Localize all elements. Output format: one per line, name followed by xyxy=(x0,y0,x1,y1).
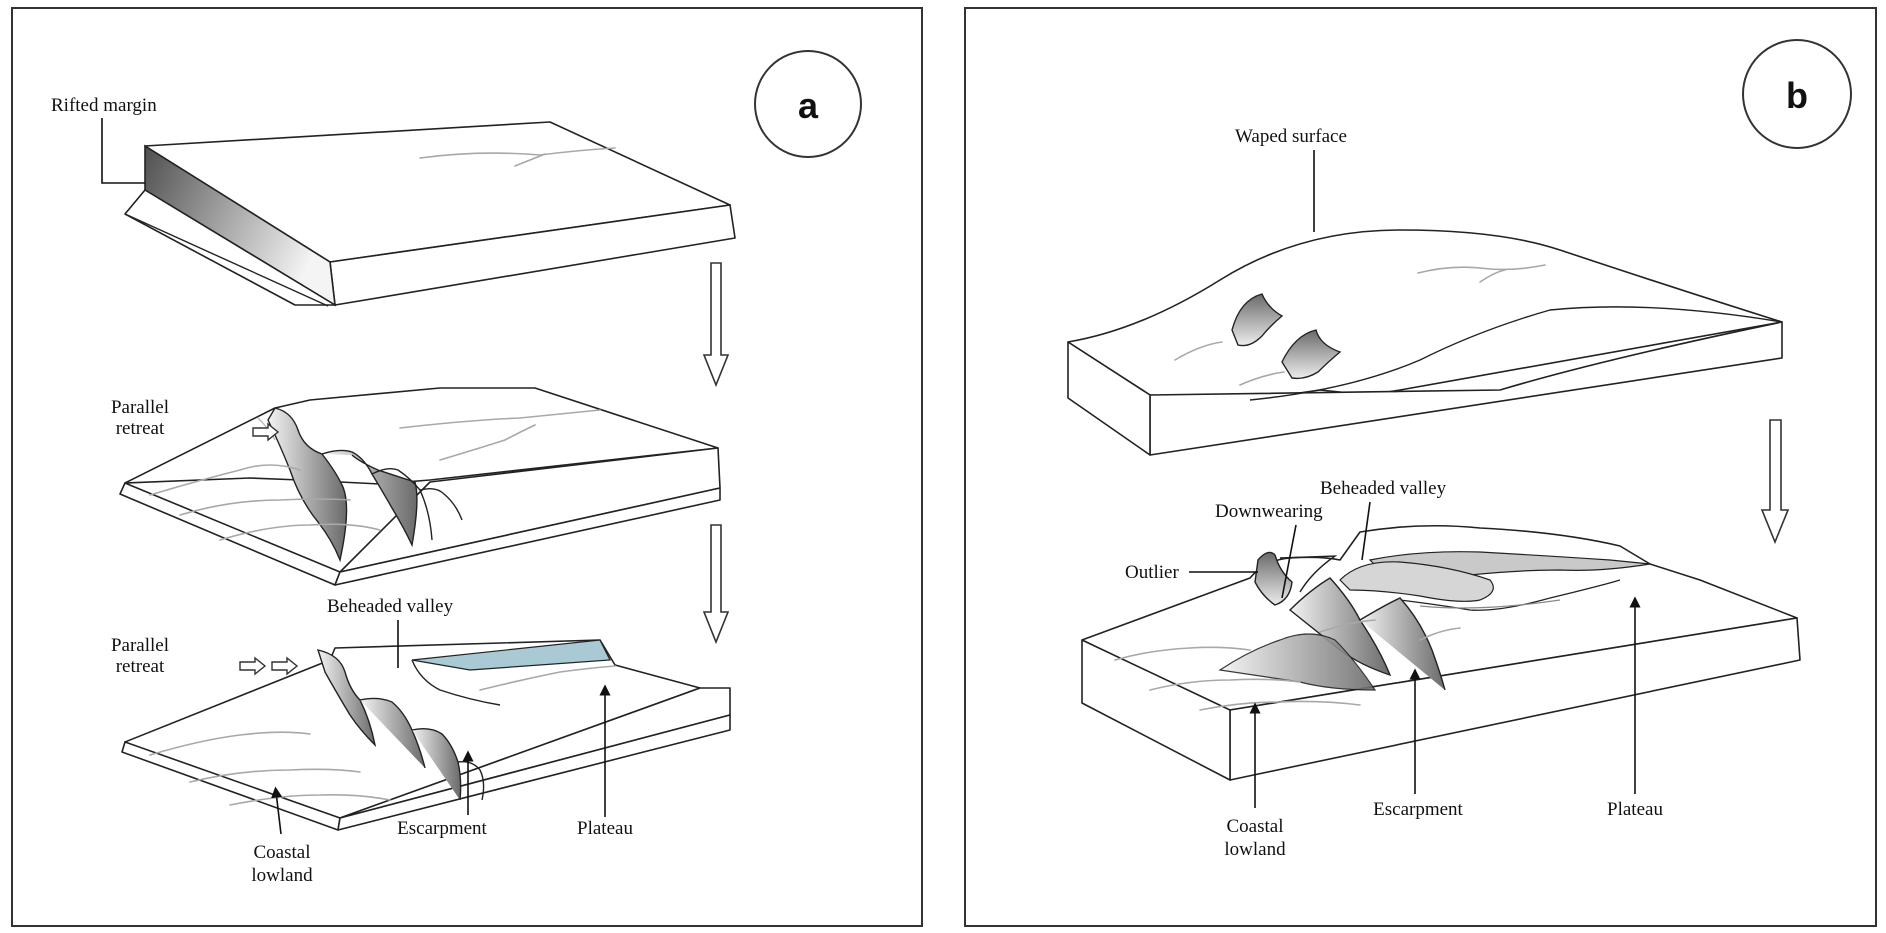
label-downwearing: Downwearing xyxy=(1215,501,1323,522)
leader-rifted-margin xyxy=(101,118,145,184)
label-beheaded-valley-b: Beheaded valley xyxy=(1320,478,1447,499)
stage-3-block xyxy=(121,639,731,831)
label-plateau-a: Plateau xyxy=(577,818,633,839)
leader-downwearing xyxy=(1281,524,1297,599)
label-warped-surface: Waped surface xyxy=(1235,126,1347,147)
label-coastal-lowland-a-line1: Coastal xyxy=(254,842,311,863)
leader-beheaded-valley-b xyxy=(1361,501,1371,561)
panel-b-badge-label: b xyxy=(1786,75,1808,116)
label-outlier: Outlier xyxy=(1125,562,1179,583)
label-beheaded-valley-a: Beheaded valley xyxy=(327,596,454,617)
label-plateau-b: Plateau xyxy=(1607,799,1663,820)
stage-arrow-a-2 xyxy=(702,524,730,645)
stage-2-block xyxy=(119,387,721,586)
arrow-coastal-lowland-a xyxy=(271,786,283,835)
panel-b: b xyxy=(964,7,1877,927)
stage-arrow-a-1 xyxy=(702,262,730,388)
label-coastal-lowland-a-line2: lowland xyxy=(251,865,313,886)
panel-a-badge xyxy=(754,50,862,158)
label-escarpment-b: Escarpment xyxy=(1373,799,1463,820)
panel-a-badge-label: a xyxy=(798,85,819,126)
label-escarpment-a: Escarpment xyxy=(397,818,487,839)
panel-b-badge xyxy=(1742,39,1852,149)
label-rifted-margin: Rifted margin xyxy=(51,95,157,116)
label-coastal-lowland-b-line1: Coastal xyxy=(1227,816,1284,837)
label-parallel-retreat-2-line2: retreat xyxy=(116,656,165,677)
panel-b-frame xyxy=(964,7,1877,927)
stage-arrow-b xyxy=(1760,419,1790,545)
stage-1-block xyxy=(124,121,736,307)
label-coastal-lowland-b-line2: lowland xyxy=(1224,839,1286,860)
label-parallel-retreat-1-line2: retreat xyxy=(116,418,165,439)
warped-block xyxy=(1067,229,1783,456)
label-parallel-retreat-1-line1: Parallel xyxy=(111,397,169,418)
label-parallel-retreat-2-line1: Parallel xyxy=(111,635,169,656)
stage-b2-block xyxy=(1081,524,1801,781)
panel-a: a xyxy=(11,7,923,927)
